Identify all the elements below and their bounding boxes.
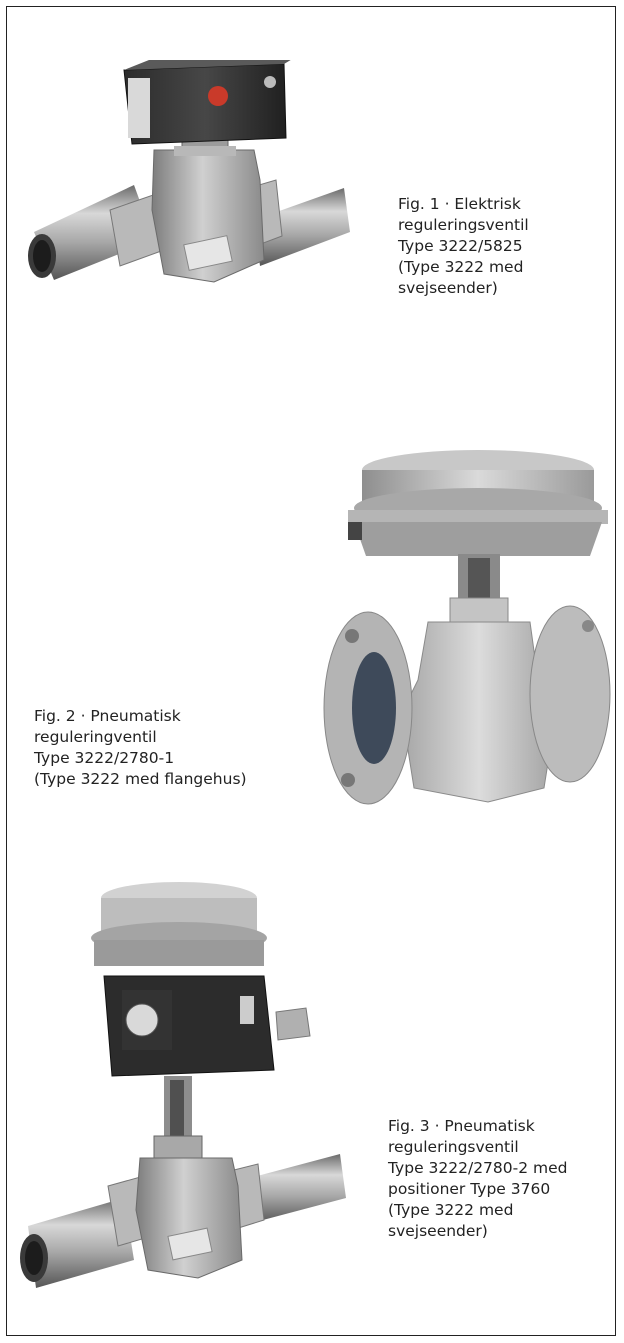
caption-line: Type 3222/5825 bbox=[398, 237, 523, 255]
fig3-caption: Fig. 3 · Pneumatisk reguleringsventil Ty… bbox=[388, 1116, 568, 1242]
caption-line: Fig. 3 · Pneumatisk bbox=[388, 1117, 535, 1135]
caption-line: positioner Type 3760 bbox=[388, 1180, 551, 1198]
fig1-caption: Fig. 1 · Elektrisk reguleringsventil Typ… bbox=[398, 194, 529, 299]
caption-line: reguleringventil bbox=[34, 728, 157, 746]
caption-line: Fig. 1 · Elektrisk bbox=[398, 195, 521, 213]
caption-line: reguleringsventil bbox=[388, 1138, 519, 1156]
fig3-valve-image bbox=[14, 880, 354, 1310]
fig1-valve-image bbox=[14, 60, 354, 300]
caption-line: Type 3222/2780-2 med bbox=[388, 1159, 568, 1177]
caption-line: (Type 3222 med flangehus) bbox=[34, 770, 247, 788]
fig2-caption: Fig. 2 · Pneumatisk reguleringventil Typ… bbox=[34, 706, 247, 790]
caption-line: (Type 3222 med bbox=[398, 258, 524, 276]
fig2-valve-image bbox=[318, 450, 614, 840]
caption-line: reguleringsventil bbox=[398, 216, 529, 234]
caption-line: svejseender) bbox=[398, 279, 498, 297]
caption-line: (Type 3222 med bbox=[388, 1201, 514, 1219]
caption-line: Type 3222/2780-1 bbox=[34, 749, 175, 767]
page-frame bbox=[6, 6, 616, 1336]
caption-line: svejseender) bbox=[388, 1222, 488, 1240]
caption-line: Fig. 2 · Pneumatisk bbox=[34, 707, 181, 725]
